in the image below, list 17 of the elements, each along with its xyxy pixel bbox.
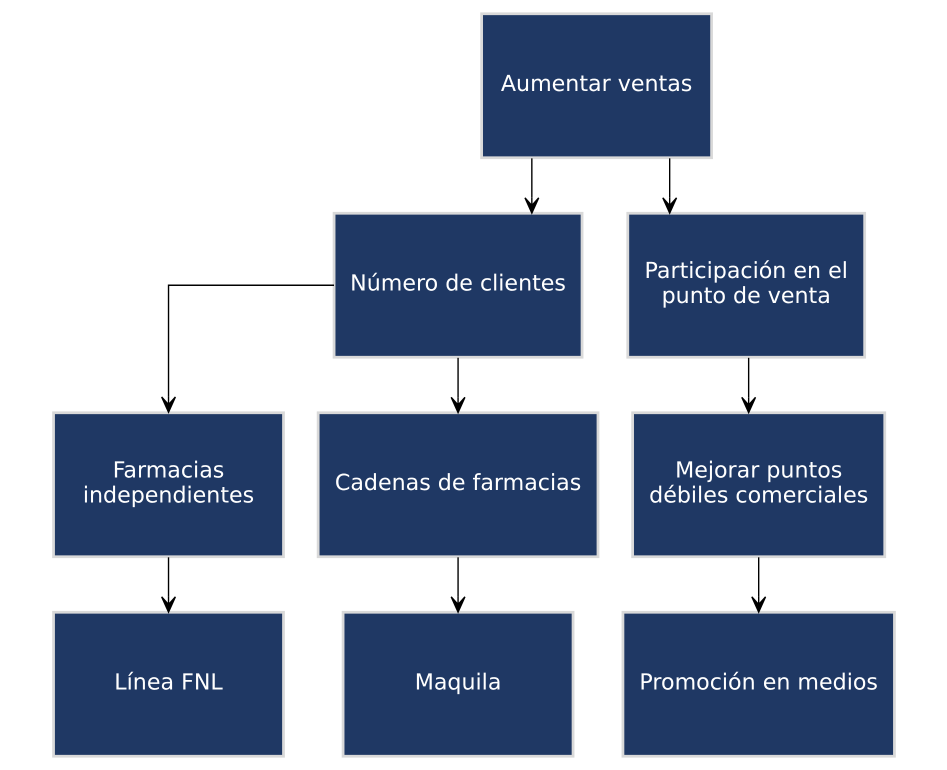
node-box: Cadenas de farmacias	[316, 411, 599, 558]
arrow	[662, 158, 677, 214]
arrow	[750, 557, 766, 613]
node-box: Número de clientes	[332, 212, 583, 359]
node-box: Mejorar puntos débiles comerciales	[630, 411, 886, 558]
arrow	[740, 358, 756, 414]
arrow	[160, 284, 334, 413]
arrow	[450, 358, 466, 414]
arrow	[160, 557, 176, 613]
node-box: Aumentar ventas	[480, 12, 712, 160]
node-box: Participación en el punto de venta	[626, 212, 866, 359]
node-box: Maquila	[341, 610, 574, 758]
node-box: Promoción en medios	[621, 610, 896, 758]
node-box: Línea FNL	[52, 610, 284, 758]
node-box: Farmacias independientes	[52, 411, 284, 558]
arrow	[450, 557, 466, 613]
arrow	[524, 158, 539, 214]
